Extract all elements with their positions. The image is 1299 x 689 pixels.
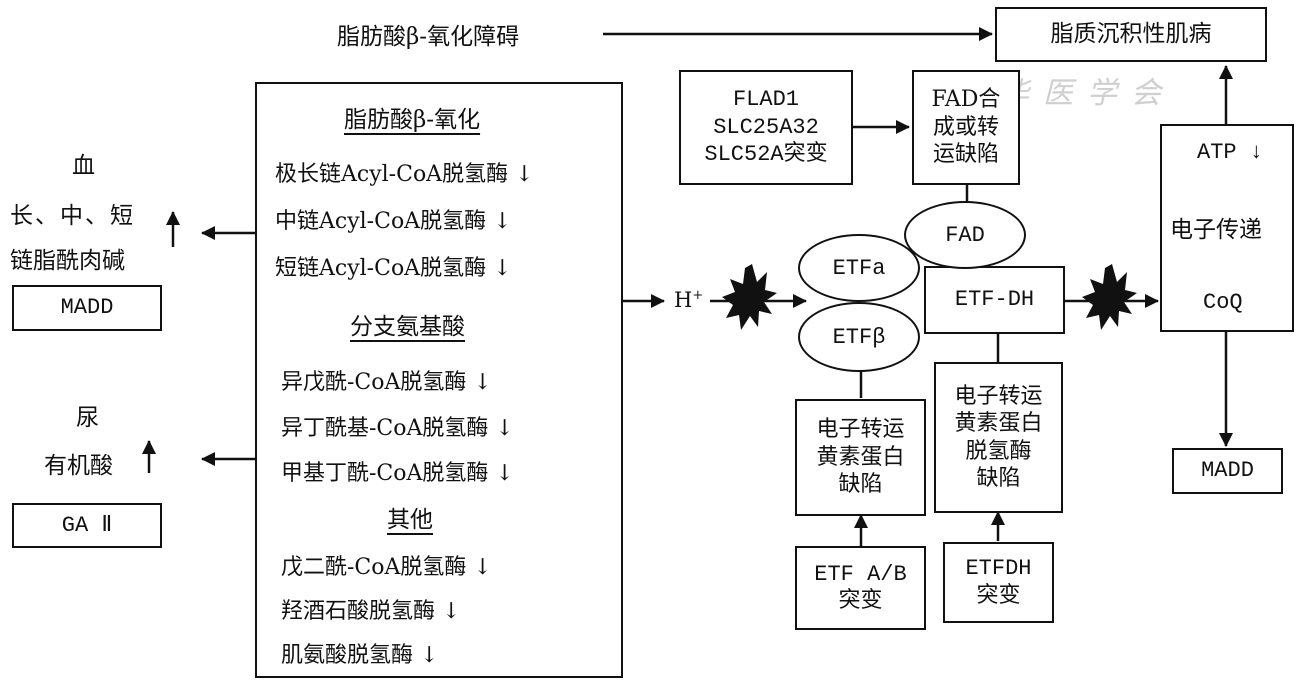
blood-line-1: 长、中、短 [10, 203, 135, 229]
etf-dh-label: ETF-DH [954, 287, 1035, 313]
fad-ellipse: FAD [904, 201, 1026, 269]
block-burst-icon-right [1082, 264, 1137, 330]
etfa-label: ETFa [832, 255, 886, 281]
electron-transfer-label: 电子传递 [1170, 217, 1262, 243]
etfb-ellipse: ETFβ [798, 302, 920, 372]
etf-ab-line-1: ETF A/B [814, 561, 907, 587]
madd-box-right: MADD [1172, 448, 1283, 494]
fad-label: FAD [945, 222, 985, 248]
madd-box-left: MADD [12, 285, 162, 331]
etfdh-defect-line-3: 脱氢酶 [965, 438, 1032, 464]
etfdh-defect-line-4: 缺陷 [976, 466, 1021, 491]
blood-heading: 血 [72, 153, 95, 179]
gaii-box: GA Ⅱ [12, 503, 162, 548]
gene-slc52a: SLC52A突变 [704, 142, 828, 168]
etfdh-mutation-line-2: 突变 [976, 583, 1021, 609]
etf-defect-line-3: 缺陷 [838, 472, 883, 498]
coq-label: CoQ [1203, 290, 1243, 315]
etfdh-defect-box: 电子转运 黄素蛋白 脱氢酶 缺陷 [934, 362, 1063, 513]
enzyme-item: 异丁酰基-CoA脱氢酶 ↓ [281, 416, 514, 441]
fad-defect-line-3: 运缺陷 [932, 142, 999, 168]
gene-mutation-box: FLAD1 SLC25A32 SLC52A突变 [679, 70, 853, 185]
enzyme-item: 中链Acyl-CoA脱氢酶 ↓ [275, 209, 512, 234]
proton-h: H [674, 288, 693, 312]
lipid-storage-myopathy-label: 脂质沉积性肌病 [1050, 21, 1212, 48]
fad-defect-line-1: FAD合 [931, 87, 1001, 113]
enzyme-item: 短链Acyl-CoA脱氢酶 ↓ [275, 256, 512, 281]
gene-slc25a32: SLC25A32 [713, 114, 819, 140]
urine-line-1: 有机酸 [44, 453, 113, 479]
blood-line-2: 链脂酰肉碱 [10, 248, 125, 274]
enzyme-item: 羟酒石酸脱氢酶 ↓ [281, 599, 461, 624]
etfa-ellipse: ETFa [798, 234, 920, 302]
block-burst-icon-left [722, 264, 777, 330]
madd-label-left: MADD [60, 295, 114, 321]
fad-synthesis-defect-box: FAD合 成或转 运缺陷 [912, 70, 1020, 185]
section-title-other: 其他 [387, 507, 433, 533]
gaii-label: GA Ⅱ [61, 512, 113, 538]
etfdh-defect-line-1: 电子转运 [954, 383, 1043, 409]
etf-defect-line-2: 黄素蛋白 [816, 444, 905, 470]
etf-defect-line-1: 电子转运 [816, 417, 905, 443]
lipid-storage-myopathy-box: 脂质沉积性肌病 [995, 7, 1267, 62]
enzyme-item: 异戊酰-CoA脱氢酶 ↓ [281, 370, 492, 395]
etfdh-mutation-line-1: ETFDH [965, 556, 1032, 581]
enzyme-item: 极长链Acyl-CoA脱氢酶 ↓ [275, 162, 534, 187]
gene-flad1: FLAD1 [732, 87, 799, 113]
fatty-acid-oxidation-disorder-label: 脂肪酸β-氧化障碍 [337, 24, 520, 50]
etf-ab-mutation-box: ETF A/B 突变 [795, 546, 926, 630]
respiratory-chain-box [1160, 124, 1294, 332]
etfdh-defect-line-2: 黄素蛋白 [954, 411, 1043, 436]
section-title-fatty-acid: 脂肪酸β-氧化 [344, 107, 481, 133]
enzyme-item: 甲基丁酰-CoA脱氢酶 ↓ [281, 461, 514, 486]
enzyme-item: 肌氨酸脱氢酶 ↓ [281, 643, 439, 668]
etf-dh-box: ETF-DH [924, 266, 1065, 334]
urine-heading: 尿 [76, 405, 99, 431]
etfdh-mutation-box: ETFDH 突变 [943, 542, 1054, 623]
atp-decrease-label: ATP ↓ [1197, 140, 1264, 165]
section-title-branched-amino-acid: 分支氨基酸 [350, 314, 465, 340]
etfb-label: ETFβ [832, 324, 886, 350]
enzyme-item: 戊二酰-CoA脱氢酶 ↓ [281, 555, 492, 580]
proton-label: H+ [674, 288, 703, 312]
proton-plus: + [692, 288, 704, 303]
etf-ab-line-2: 突变 [838, 589, 883, 614]
madd-label-right: MADD [1201, 458, 1254, 484]
enzyme-deficiency-box [255, 82, 623, 678]
fad-defect-line-2: 成或转 [932, 114, 999, 140]
etf-defect-box: 电子转运 黄素蛋白 缺陷 [795, 399, 926, 516]
